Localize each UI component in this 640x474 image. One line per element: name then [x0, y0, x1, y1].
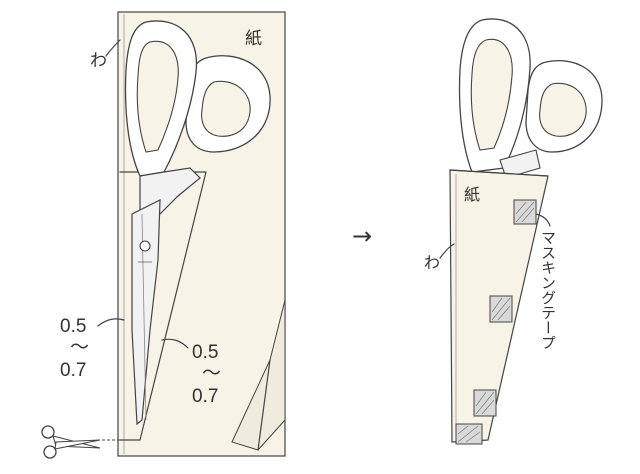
right-margin-top: 0.5 — [192, 342, 218, 363]
paper-flap — [231, 299, 286, 451]
left-margin-top: 0.5 — [60, 316, 86, 337]
right-panel: 紙 わ マスキングテープ — [424, 18, 603, 445]
scissors-icon — [41, 425, 101, 459]
right-paper-label: 紙 — [464, 185, 480, 204]
left-panel: 紙 わ 0.5 〜 0.7 0.5 〜 0.7 — [41, 11, 286, 459]
right-scissors — [458, 18, 603, 179]
right-margin-tilde: 〜 — [202, 363, 221, 384]
transition-arrow: → — [352, 222, 372, 250]
left-margin-bottom: 0.7 — [60, 360, 86, 381]
left-margin-tilde: 〜 — [70, 337, 89, 358]
scissors-pivot — [139, 240, 151, 252]
left-fold-label: わ — [90, 51, 107, 71]
scissors-blade — [131, 199, 161, 426]
left-paper-label: 紙 — [245, 29, 262, 49]
right-fold-label: わ — [424, 253, 440, 272]
masking-tape — [455, 423, 483, 445]
right-margin-bottom: 0.7 — [192, 386, 218, 407]
tape-label: マスキングテープ — [539, 230, 557, 350]
left-scissors — [124, 20, 271, 426]
